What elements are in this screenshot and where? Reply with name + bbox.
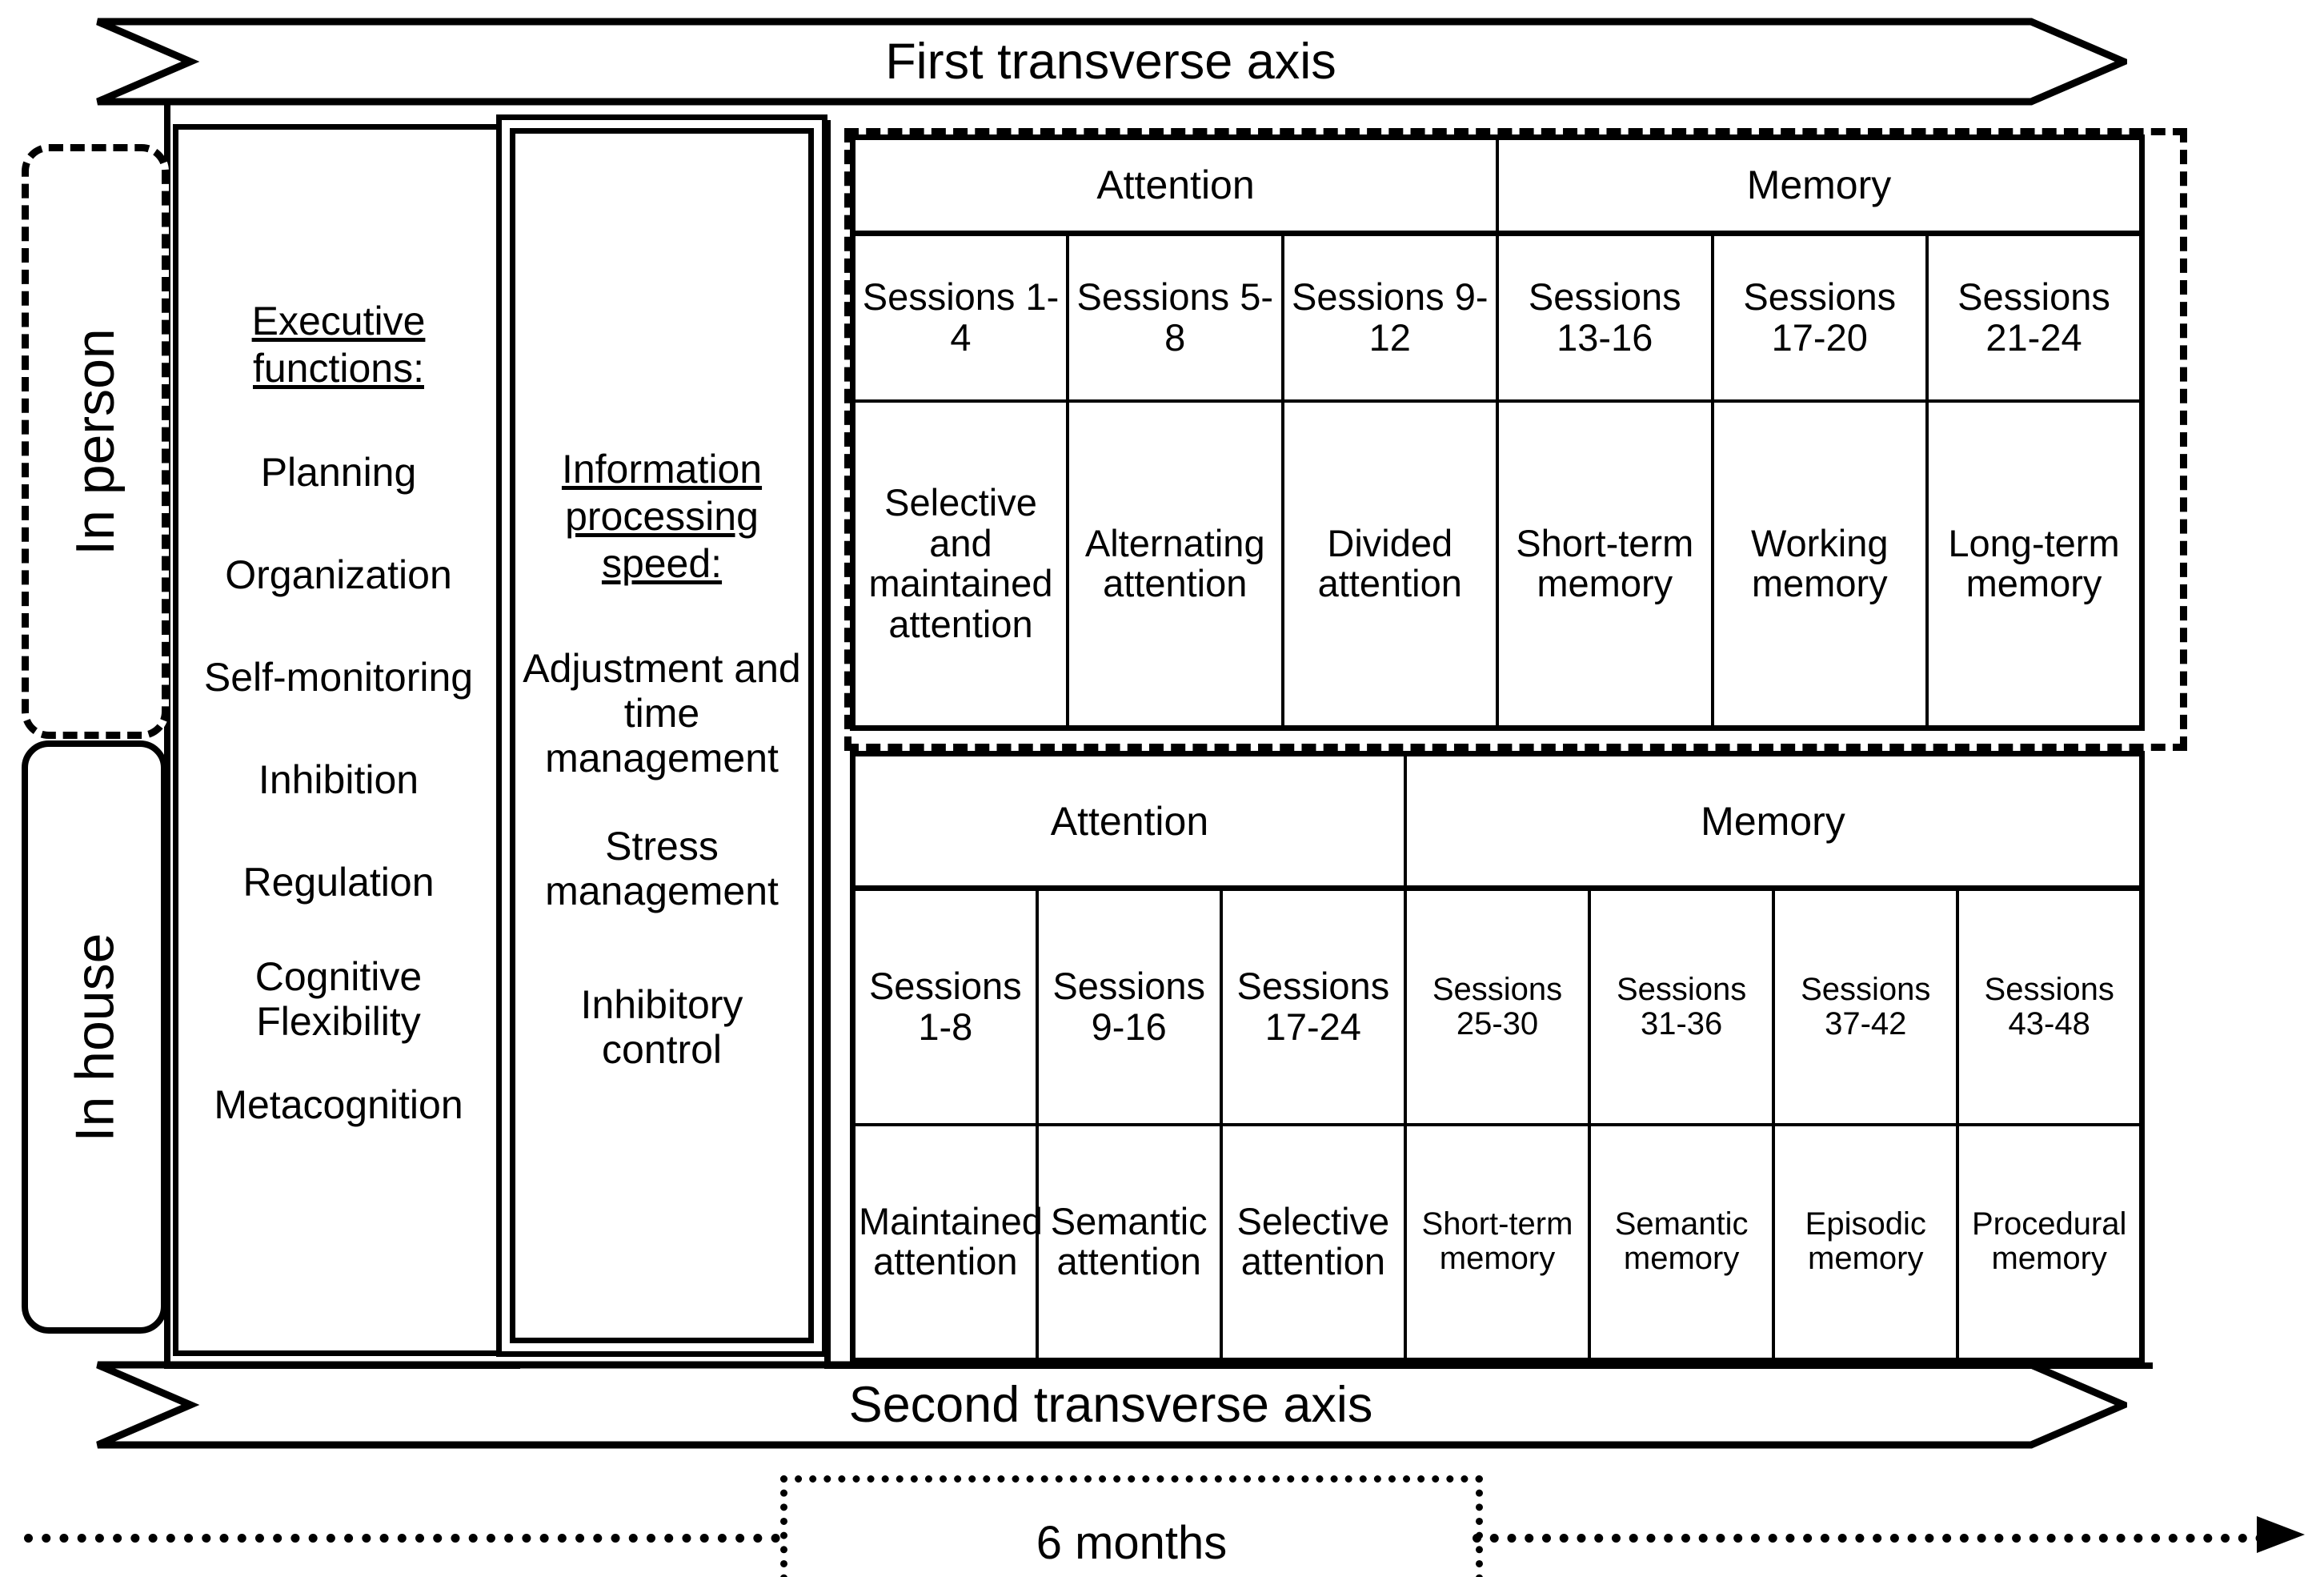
domain-cell: Procedural memory [1956,1122,2146,1363]
executive-functions-item-regulation: Regulation [242,860,435,905]
timeline-arrow-icon [2257,1507,2313,1563]
ips-item-inhibitory-control: Inhibitory control [580,982,743,1072]
ips-item-stress-management: Stress management [545,824,779,913]
session-cell: Sessions 21-24 [1925,231,2145,403]
second-transverse-axis-banner: Second transverse axis [94,1361,2127,1449]
table-row-groups: Attention Memory [850,134,2145,236]
executive-functions-title-text: Executive functions: [251,299,426,391]
ips-item-adjustment-time-management: Adjustment and time management [523,646,801,780]
domain-cell: Selective and maintained attention [850,399,1069,731]
group-header-attention: Attention [849,750,1407,892]
domain-cell: Alternating attention [1066,399,1284,731]
first-axis-table: Attention Memory Sessions 1-4 Sessions 5… [850,134,2145,731]
executive-functions-item-cognitive-flexibility: Cognitive Flexibility [254,954,423,1044]
table-row-sessions: Sessions 1-4 Sessions 5-8 Sessions 9-12 … [850,231,2145,403]
table-row-domains: Selective and maintained attention Alter… [850,399,2145,731]
domain-cell: Episodic memory [1772,1122,1960,1363]
timeline-duration-box: 6 months [780,1475,1483,1577]
executive-functions-column: Executive functions: Planning Organizati… [173,124,504,1356]
group-header-attention: Attention [850,134,1499,236]
tables-outer-frame-bottom [824,1362,2153,1369]
domain-cell: Long-term memory [1925,399,2145,731]
group-header-memory: Memory [1403,750,2145,892]
modality-in-house-box: In house [22,740,167,1334]
domain-cell: Maintained attention [849,1122,1043,1363]
domain-cell: Semantic memory [1588,1122,1776,1363]
domain-cell: Divided attention [1280,399,1499,731]
session-cell: Sessions 25-30 [1403,886,1592,1126]
executive-functions-item-planning: Planning [260,450,417,495]
session-cell: Sessions 5-8 [1066,231,1284,403]
session-cell: Sessions 13-16 [1496,231,1714,403]
information-processing-speed-column: Information processing speed: Adjustment… [510,128,814,1343]
session-cell: Sessions 9-12 [1280,231,1499,403]
modality-in-house-label: In house [64,933,126,1142]
session-cell: Sessions 1-4 [850,231,1069,403]
domain-cell: Short-term memory [1403,1122,1592,1363]
left-rail [164,100,170,1369]
executive-functions-item-metacognition: Metacognition [214,1082,463,1127]
domain-cell: Short-term memory [1496,399,1714,731]
second-axis-table: Attention Memory Sessions 1-8 Sessions 9… [849,750,2146,1363]
session-cell: Sessions 9-16 [1035,886,1223,1126]
modality-in-person-label: In person [65,327,126,556]
tables-outer-frame-left [824,120,831,1369]
left-rail-bottom [164,1362,520,1369]
executive-functions-item-organization: Organization [225,552,452,597]
session-cell: Sessions 17-24 [1219,886,1407,1126]
timeline-right-segment [1473,1534,2265,1543]
timeline-left-segment [24,1534,780,1543]
table-row-sessions: Sessions 1-8 Sessions 9-16 Sessions 17-2… [849,886,2146,1126]
timeline-duration-label: 6 months [1036,1516,1228,1569]
domain-cell: Working memory [1710,399,1929,731]
session-cell: Sessions 43-48 [1956,886,2146,1126]
domain-cell: Semantic attention [1035,1122,1223,1363]
modality-in-person-box: In person [22,144,169,739]
session-cell: Sessions 31-36 [1588,886,1776,1126]
second-transverse-axis-label: Second transverse axis [848,1377,1373,1433]
session-cell: Sessions 17-20 [1710,231,1929,403]
executive-functions-title: Executive functions: [178,298,499,392]
executive-functions-item-self-monitoring: Self-monitoring [203,655,474,700]
session-cell: Sessions 1-8 [849,886,1039,1126]
table-row-domains: Maintained attention Semantic attention … [849,1122,2146,1363]
executive-functions-item-inhibition: Inhibition [258,757,419,802]
table-row-groups: Attention Memory [849,750,2145,892]
session-cell: Sessions 37-42 [1772,886,1960,1126]
group-header-memory: Memory [1496,134,2145,236]
information-processing-speed-title: Information processing speed: [515,446,808,588]
domain-cell: Selective attention [1219,1122,1407,1363]
first-transverse-axis-label: First transverse axis [885,34,1336,90]
first-transverse-axis-banner: First transverse axis [94,18,2127,106]
information-processing-speed-title-text: Information processing speed: [561,447,763,586]
